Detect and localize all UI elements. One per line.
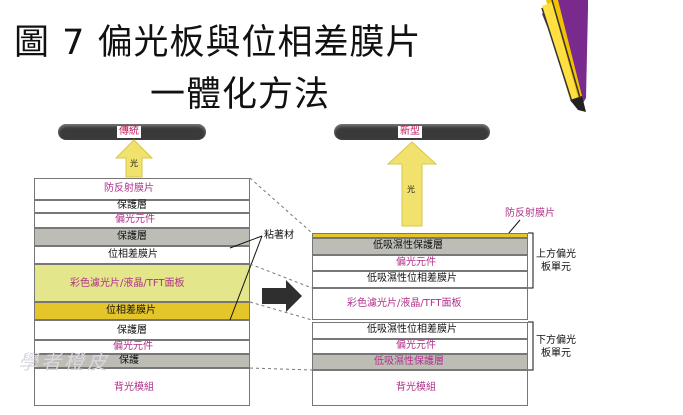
adhesive-label: 粘著材 (264, 230, 294, 241)
left-layer-label: 彩色濾光片/液晶/TFT面板 (70, 278, 185, 289)
figure-title-line2: 一體化方法 (150, 75, 331, 115)
left-layer-label: 保護層 (117, 231, 147, 242)
left-layer-retardation (34, 302, 250, 320)
right-layer-label: 偏光元件 (396, 340, 436, 351)
left-layer-label: 防反射膜片 (104, 183, 154, 194)
left-layer-label: 保護層 (117, 325, 147, 336)
pencil-icon (541, 0, 588, 112)
right-layer-backlight (312, 370, 528, 406)
left-layer-label: 偏光元件 (113, 341, 153, 352)
right-layer-low-moisture-protective (312, 354, 528, 370)
left-header-label: 傳統 (117, 126, 141, 138)
left-layer-polarizer (34, 340, 250, 354)
right-layer-label: 低吸濕性位相差膜片 (367, 324, 457, 335)
right-layer-label: 低吸濕性保護層 (374, 356, 444, 367)
right-layer-label: 低吸濕性保護層 (373, 240, 443, 251)
right-layer-lcd-panel (312, 288, 528, 320)
right-antireflection-label: 防反射膜片 (505, 208, 555, 219)
right-layer-low-moisture-retardation (312, 322, 528, 339)
right-layer-low-moisture-protective (312, 238, 528, 255)
right-layer-label: 彩色濾光片/液晶/TFT面板 (347, 298, 462, 309)
left-layer-label: 背光模組 (114, 382, 154, 393)
right-layer-label: 偏光元件 (396, 257, 436, 268)
right-layer-polarizer (312, 339, 528, 354)
left-layer-protective (34, 354, 250, 368)
left-layer-protective (34, 200, 250, 213)
right-arrow-label: 光 (407, 185, 415, 194)
right-layer-label: 低吸濕性位相差膜片 (367, 273, 457, 284)
right-header-label: 新型 (398, 126, 422, 138)
left-layer-protective (34, 228, 250, 246)
figure-title-line1: 圖 7 偏光板與位相差膜片 (14, 23, 422, 63)
left-layer-label: 偏光元件 (115, 214, 155, 225)
left-layer-label: 保護 (119, 355, 139, 366)
left-layer-protective (34, 320, 250, 340)
lower-polarizer-unit-label: 下方偏光 板單元 (536, 335, 576, 359)
right-layer-low-moisture-retardation (312, 271, 528, 288)
watermark: 學者橙皮 (18, 350, 110, 374)
left-layer-polarizer (34, 213, 250, 228)
left-layer-label: 保護層 (117, 200, 147, 211)
upper-polarizer-unit-label: 上方偏光 板單元 (536, 249, 576, 273)
left-arrow-label: 光 (130, 159, 138, 168)
left-layer-retardation (34, 246, 250, 264)
right-layer-label: 背光模組 (396, 382, 436, 393)
right-layer-antireflection (312, 233, 528, 238)
left-layer-lcd-panel (34, 264, 250, 302)
left-layer-backlight (34, 368, 250, 406)
right-layer-polarizer (312, 255, 528, 271)
left-layer-label: 位相差膜片 (108, 249, 158, 260)
left-layer-antireflection (34, 178, 250, 200)
left-layer-label: 位相差膜片 (106, 305, 156, 316)
